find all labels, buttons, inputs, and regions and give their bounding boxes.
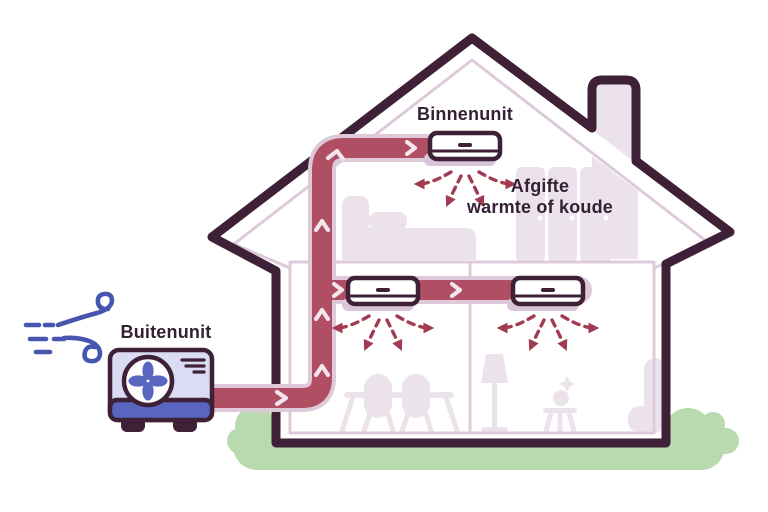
house-outline bbox=[207, 33, 735, 448]
bed bbox=[342, 196, 476, 260]
bush-right bbox=[664, 408, 712, 456]
chimney-flue-upper bbox=[592, 84, 636, 163]
indoor-unit-right bbox=[507, 275, 586, 311]
indoor-unit-left bbox=[342, 275, 421, 311]
airflow-arrow-icon bbox=[331, 170, 600, 351]
plant-table bbox=[543, 376, 577, 434]
pipe-main bbox=[205, 138, 467, 408]
vent-lines bbox=[180, 358, 206, 374]
dining-table-and-chairs bbox=[339, 374, 460, 434]
indoor-unit-attic bbox=[424, 130, 503, 166]
delivery-label-line1: Afgifte bbox=[510, 176, 570, 196]
delivery-label: Afgifte warmte of koude bbox=[467, 176, 613, 218]
delivery-label-line2: warmte of koude bbox=[466, 197, 614, 218]
wardrobe bbox=[516, 167, 611, 262]
flow-chevron-icon bbox=[274, 139, 463, 407]
bush-right-small bbox=[701, 412, 725, 436]
indoor-unit-label: Binnenunit bbox=[417, 104, 513, 124]
airflow-left-unit bbox=[331, 314, 435, 351]
interior-furniture bbox=[339, 84, 666, 434]
bush-right-low bbox=[713, 428, 739, 454]
fan-icon bbox=[128, 361, 168, 401]
rooms-outline bbox=[288, 260, 656, 435]
outdoor-unit-label: Buitenunit bbox=[120, 322, 212, 342]
airflow-right-unit bbox=[496, 314, 600, 351]
outdoor-unit bbox=[107, 347, 215, 432]
airflow-attic bbox=[413, 170, 517, 207]
bush-left-small bbox=[227, 428, 253, 454]
wind-icon bbox=[23, 291, 115, 364]
